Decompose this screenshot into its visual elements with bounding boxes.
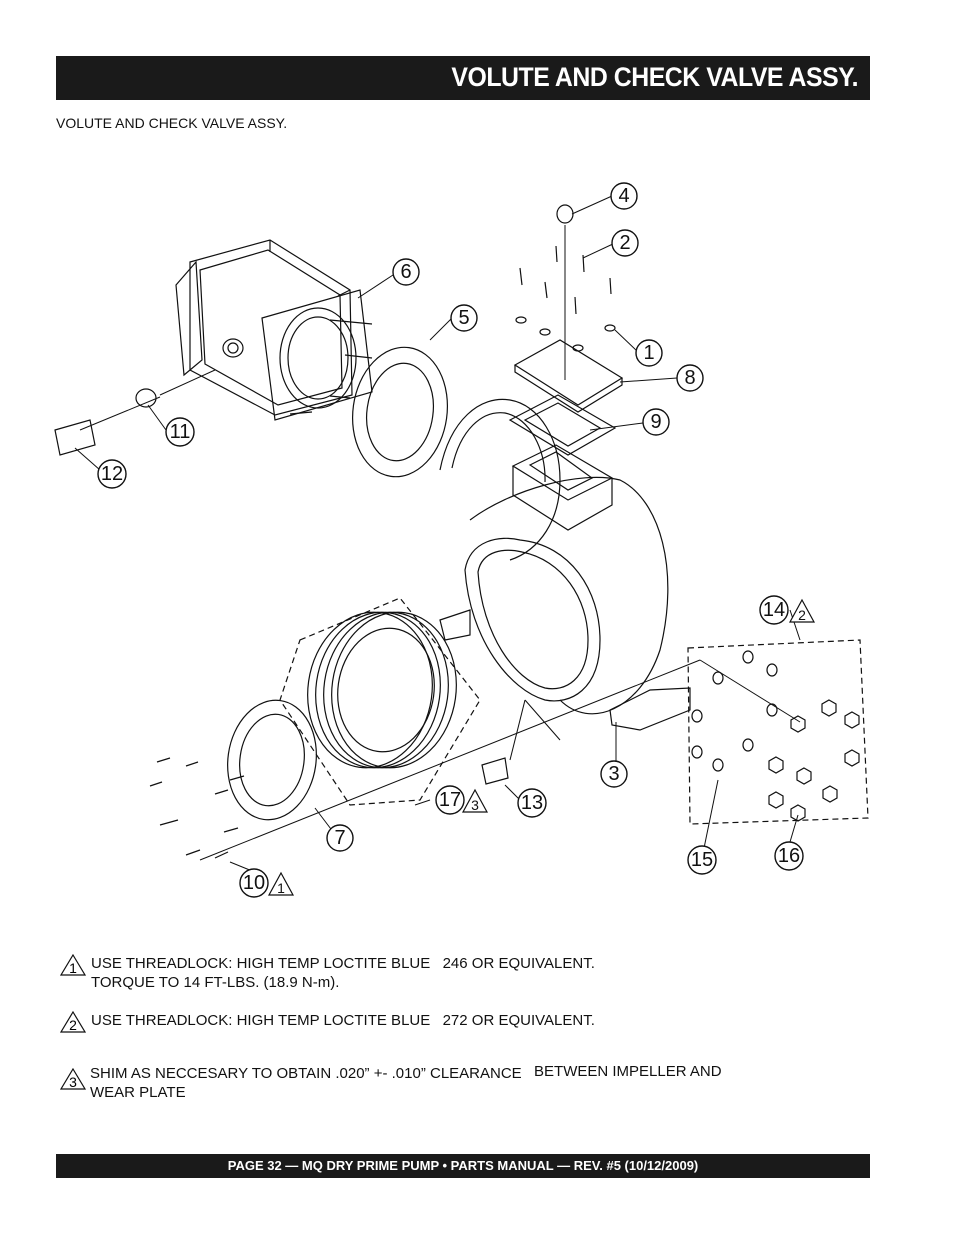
callout-3: 3 [608,763,619,785]
callout-2: 2 [619,232,630,254]
callout-12: 12 [101,463,123,485]
note-triangle-icon: 1 [60,954,86,976]
bolts [149,245,612,859]
callout-9: 9 [650,411,661,433]
washers-nuts [515,316,860,822]
footer-bar: PAGE 32 — MQ DRY PRIME PUMP • PARTS MANU… [56,1154,870,1178]
callout-10: 10 [243,872,265,894]
note-2-line1: USE THREADLOCK: HIGH TEMP LOCTITE BLUE [91,1012,431,1029]
eye-bolt [556,204,574,224]
note-triangle-icon [788,598,816,623]
callout-13: 13 [521,792,543,814]
page-title: VOLUTE AND CHECK VALVE ASSY. [451,62,858,92]
triangle-marker-14: 2 [798,607,806,623]
svg-text:3: 3 [69,1074,77,1090]
callout-11: 11 [170,421,191,443]
wear-plate-shims [279,597,481,806]
svg-text:1: 1 [69,960,77,976]
ball-valve [54,419,96,456]
note-3-line2: WEAR PLATE [90,1084,186,1101]
triangle-marker-17: 3 [471,797,479,813]
drain-cock [481,757,509,785]
note-1-line2: TORQUE TO 14 FT-LBS. (18.9 N-m). [91,974,340,991]
callout-16: 16 [778,845,800,867]
svg-text:2: 2 [69,1017,77,1033]
note-1-line1b: 246 OR EQUIVALENT. [442,955,595,972]
callout-14: 14 [763,599,785,621]
callout-4: 4 [618,185,629,207]
note-3-line1b: BETWEEN IMPELLER AND [534,1063,722,1080]
check-valve-cover [508,339,624,531]
volute-body [439,398,691,731]
gasket-7 [227,699,317,821]
header-bar: VOLUTE AND CHECK VALVE ASSY. [56,56,870,100]
callout-1: 1 [643,342,654,364]
pipe-nipple [135,388,157,408]
note-triangle-icon: 3 [60,1068,86,1090]
note-triangle-icon: 2 [60,1011,86,1033]
hardware-group-box [687,639,869,825]
note-3-line1: SHIM AS NECCESARY TO OBTAIN .020” +- .01… [90,1065,522,1082]
adapter-housing [175,239,373,421]
footer-text: PAGE 32 — MQ DRY PRIME PUMP • PARTS MANU… [227,1158,699,1173]
callout-7: 7 [334,827,345,849]
gasket-5 [351,346,449,478]
note-triangle-icon [267,871,295,896]
callout-8: 8 [684,367,695,389]
note-triangle-icon [461,788,489,813]
callout-5: 5 [458,307,469,329]
callout-15: 15 [691,849,713,871]
triangle-marker-10: 1 [277,880,285,896]
callout-17: 17 [439,789,461,811]
diagram-subtitle: VOLUTE AND CHECK VALVE ASSY. [56,115,288,131]
callout-6: 6 [400,261,411,283]
note-2-line1b: 272 OR EQUIVALENT. [442,1012,595,1029]
note-1-line1: USE THREADLOCK: HIGH TEMP LOCTITE BLUE [91,955,431,972]
